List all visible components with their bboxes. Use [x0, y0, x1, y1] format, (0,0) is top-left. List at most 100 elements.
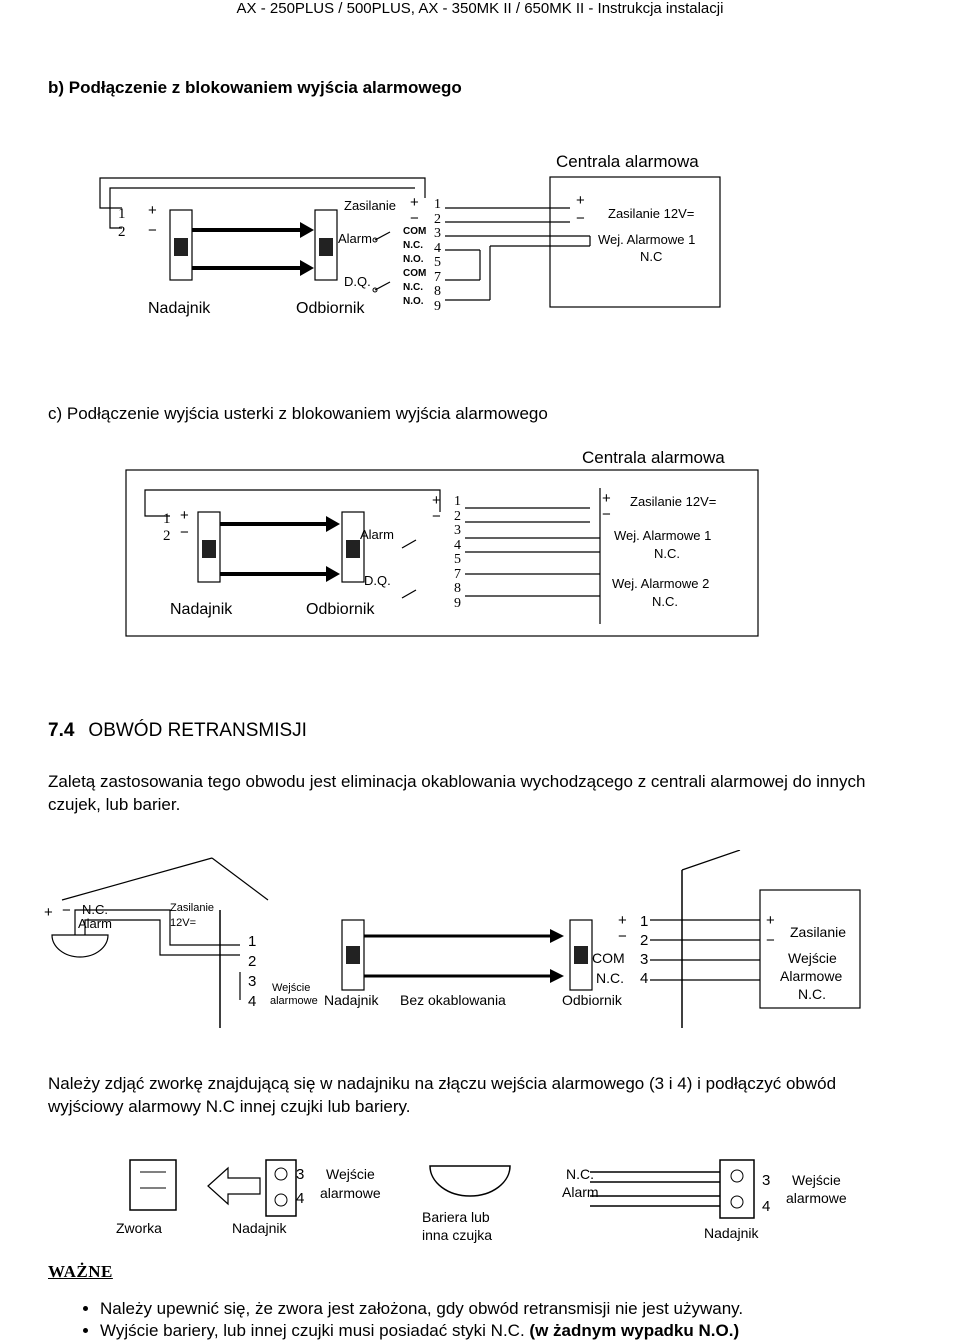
wej2-c: Wej. Alarmowe 2 — [612, 576, 710, 591]
minus-b: − — [148, 222, 157, 239]
nc1-c: N.C. — [654, 546, 680, 561]
alarmowe-4b: alarmowe — [786, 1190, 847, 1206]
minus-term-c: − — [432, 508, 441, 525]
term-1-c: 1 — [163, 511, 171, 527]
n4-a: 4 — [296, 1190, 305, 1207]
section-74-heading: 7.4 OBWÓD RETRANSMISJI — [48, 720, 307, 742]
nadajnik-label-4a: Nadajnik — [232, 1220, 287, 1236]
nc-r-3: N.C. — [798, 986, 826, 1002]
plus-centrala-b: + — [576, 192, 585, 209]
wej1-c: Wej. Alarmowe 1 — [614, 528, 712, 543]
plus-centrala-c: + — [602, 490, 611, 507]
alarm-4: Alarm — [562, 1184, 599, 1200]
important-item-2-bold: (w żadnym wypadku N.O.) — [529, 1321, 740, 1340]
term-2-b: 2 — [118, 224, 126, 240]
important-list: Należy upewnić się, że zwora jest założo… — [48, 1298, 743, 1342]
nc-3: N.C. — [82, 902, 108, 917]
minus-centrala-b: − — [576, 210, 585, 227]
minus-term-b: − — [410, 210, 419, 227]
dq-label-b: D.Q. — [344, 274, 371, 289]
odbiornik-label-b: Odbiornik — [296, 300, 365, 317]
no2-b: N.O. — [403, 296, 424, 307]
zasilanie12-b: Zasilanie 12V= — [608, 206, 695, 221]
nc-4: N.C. — [566, 1166, 594, 1182]
zworka-label: Zworka — [116, 1220, 162, 1236]
ncs-3: N.C. — [596, 970, 624, 986]
outer-box-c — [125, 469, 759, 637]
nc2-b: N.C. — [403, 282, 423, 293]
diagram-c — [125, 469, 759, 637]
zasilanie-label-b: Zasilanie — [344, 198, 397, 213]
alarmowe-3: alarmowe — [270, 995, 318, 1007]
centrala-label-c: Centrala alarmowa — [582, 448, 725, 467]
instruction-paragraph: Należy zdjąć zworkę znajdującą się w nad… — [48, 1074, 837, 1116]
diagram-b — [99, 176, 721, 308]
zasilanie-r-3: Zasilanie — [790, 924, 847, 940]
important-item-1: Należy upewnić się, że zwora jest założo… — [100, 1298, 743, 1320]
plus-c: + — [180, 507, 189, 524]
com1-b: COM — [403, 226, 427, 237]
minus-3c: − — [766, 932, 775, 949]
section-b-title: b) Podłączenie z blokowaniem wyjścia ala… — [48, 78, 462, 97]
nadajnik-label-4b: Nadajnik — [704, 1225, 759, 1241]
wejscie-4a: Wejście — [326, 1166, 375, 1182]
com2-b: COM — [403, 268, 427, 279]
wej1-b: Wej. Alarmowe 1 — [598, 232, 696, 247]
zasilanie-3: Zasilanie — [170, 902, 215, 914]
alarm-3: Alarm — [78, 916, 112, 931]
centrala-box-3 — [759, 889, 861, 1009]
wejscie-r-3: Wejście — [788, 950, 837, 966]
alarmowe-4a: alarmowe — [320, 1185, 381, 1201]
bariera-line1: Bariera lub — [422, 1209, 490, 1225]
section-title: OBWÓD RETRANSMISJI — [88, 720, 307, 741]
odbiornik-3: Odbiornik — [562, 992, 622, 1008]
plus-3c: + — [766, 912, 775, 929]
minus-centrala-c: − — [602, 506, 611, 523]
minus-3b: − — [618, 928, 627, 945]
plus-3: + — [44, 904, 53, 921]
terminal-block-2 — [719, 1159, 755, 1219]
zasilanie12-c: Zasilanie 12V= — [630, 494, 717, 509]
nadajnik-3: Nadajnik — [324, 992, 379, 1008]
section-number: 7.4 — [48, 720, 75, 741]
section-c-title: c) Podłączenie wyjścia usterki z blokowa… — [48, 404, 548, 423]
nadajnik-label-c: Nadajnik — [170, 601, 233, 618]
v12-3: 12V= — [170, 917, 196, 929]
important-item-2-text: Wyjście bariery, lub innej czujki musi p… — [100, 1321, 530, 1340]
alarmowe-r-3: Alarmowe — [780, 968, 843, 984]
bez-okablowania: Bez okablowania — [400, 992, 506, 1008]
alarm-label-c: Alarm — [360, 527, 394, 542]
wejscie-4b: Wejście — [792, 1172, 841, 1188]
centrala-label-b: Centrala alarmowa — [556, 152, 699, 171]
n3-b: 3 — [762, 1172, 771, 1189]
com-3: COM — [592, 950, 625, 966]
terminal-block-1 — [265, 1159, 297, 1217]
dq-label-c: D.Q. — [364, 573, 391, 588]
sensor-dome-icon — [429, 1165, 511, 1197]
n4-b: 4 — [762, 1198, 771, 1215]
wejscie-3: Wejście — [272, 982, 311, 994]
section-74-paragraph: Zaletą zastosowania tego obwodu jest eli… — [48, 772, 866, 814]
alarm-label-b: Alarm — [338, 231, 372, 246]
odbiornik-label-c: Odbiornik — [306, 601, 375, 618]
page-header: AX - 250PLUS / 500PLUS, AX - 350MK II / … — [236, 0, 724, 17]
bariera-line2: inna czujka — [422, 1227, 493, 1243]
centrala-box-b — [549, 176, 721, 308]
important-label: WAŻNE — [48, 1262, 113, 1281]
nadajnik-label-b: Nadajnik — [148, 300, 211, 317]
jumper-icon — [129, 1159, 177, 1211]
plus-term-b: + — [410, 194, 419, 211]
plus-b: + — [148, 202, 157, 219]
nc-b: N.C — [640, 249, 663, 264]
important-item-2: Wyjście bariery, lub innej czujki musi p… — [100, 1320, 743, 1342]
plus-3b: + — [618, 912, 627, 929]
n3-a: 3 — [296, 1166, 305, 1183]
diagram-jumper — [129, 1159, 755, 1219]
diagram-retransmisja — [51, 850, 861, 1028]
no1-b: N.O. — [403, 254, 424, 265]
term-1-b: 1 — [118, 206, 126, 222]
